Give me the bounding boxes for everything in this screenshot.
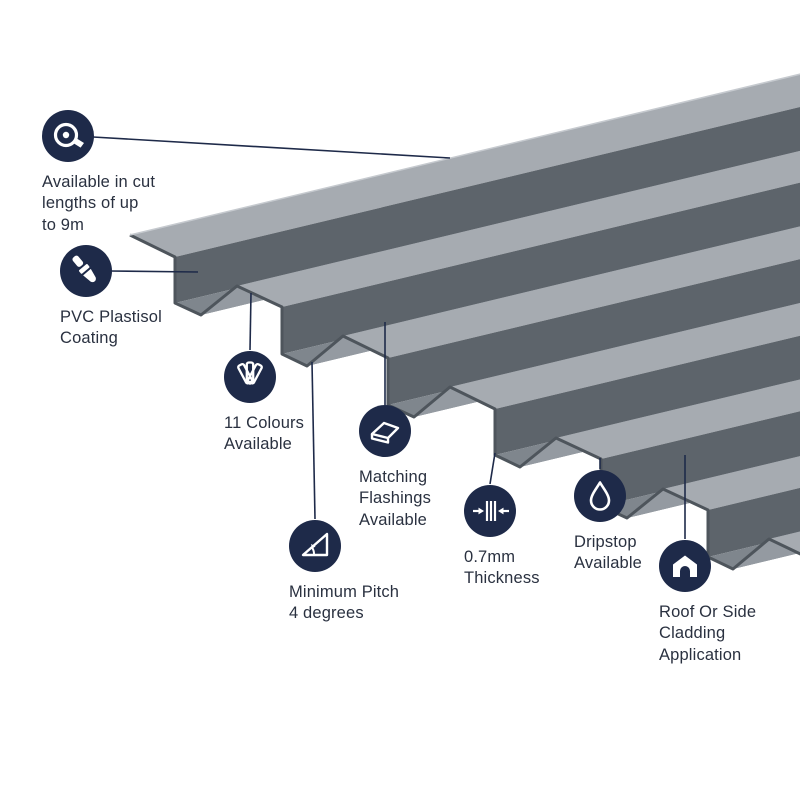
feature-dripstop: Dripstop Available — [574, 470, 754, 575]
sheet-faces — [129, 73, 800, 571]
paintbrush-icon — [60, 245, 112, 297]
feature-label: 11 Colours Available — [224, 414, 305, 454]
callout-lines — [92, 136, 686, 539]
feature-coating: PVC Plastisol Coating — [60, 245, 240, 350]
feature-label: Dripstop Available — [574, 533, 643, 573]
feature-label: Roof Or Side Cladding Application — [659, 603, 757, 664]
sheet-top-edge — [129, 73, 800, 236]
feature-label: 0.7mm Thickness — [464, 548, 540, 588]
thickness-icon — [464, 485, 516, 537]
callout-line-cut-lengths — [92, 136, 451, 159]
feature-pitch: Minimum Pitch 4 degrees — [289, 520, 469, 625]
sheet-cut-edge — [129, 233, 800, 571]
feature-colours: 11 Colours Available — [224, 351, 404, 456]
callout-line-coating — [108, 270, 199, 273]
flashing-icon — [359, 405, 411, 457]
feature-cut-lengths: Available in cut lengths of up to 9m — [42, 110, 222, 236]
tape-measure-icon — [42, 110, 94, 162]
callout-line-colours — [249, 292, 252, 351]
feature-label: PVC Plastisol Coating — [60, 308, 162, 348]
feature-flashings: Matching Flashings Available — [359, 405, 539, 531]
feature-thickness: 0.7mm Thickness — [464, 485, 644, 590]
feature-cladding: Roof Or Side Cladding Application — [659, 540, 800, 666]
feature-label: Matching Flashings Available — [359, 468, 431, 529]
feature-label: Available in cut lengths of up to 9m — [42, 173, 156, 234]
callout-line-pitch — [311, 361, 316, 520]
callout-line-thickness — [489, 452, 496, 485]
roof-cladding-icon — [659, 540, 711, 592]
dripstop-icon — [574, 470, 626, 522]
feature-label: Minimum Pitch 4 degrees — [289, 583, 400, 623]
colour-swatch-icon — [224, 351, 276, 403]
pitch-icon — [289, 520, 341, 572]
